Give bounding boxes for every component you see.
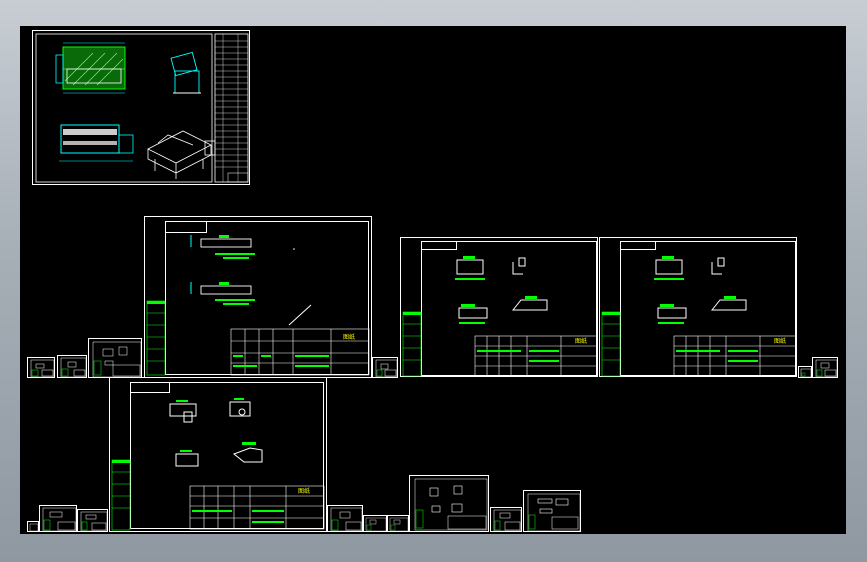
small-sheet-g[interactable] [27,521,39,532]
small-sheet-d-graphics [375,359,398,378]
part-drawing-sheet-3[interactable]: 图纸 [599,237,797,377]
titleblock-name: 图纸 [343,334,356,341]
small-sheet-e[interactable] [798,366,812,378]
small-sheet-c-graphics [92,341,142,378]
small-sheet-g-graphics [29,523,39,532]
small-sheet-d[interactable] [372,357,398,378]
assembly-drawing-sheet[interactable] [32,30,250,185]
small-sheet-n-graphics [493,509,522,532]
small-sheet-l[interactable] [387,515,409,532]
small-sheet-l-graphics [389,517,409,532]
sheet-2-graphics [402,256,598,377]
small-sheet-a[interactable] [27,357,55,378]
small-sheet-f[interactable] [812,357,838,378]
small-sheet-j-graphics [330,507,363,532]
small-sheet-b[interactable] [57,355,87,378]
small-sheet-k[interactable] [363,515,387,532]
small-sheet-i[interactable] [77,509,108,532]
sheet-3-graphics [601,256,797,377]
part-drawing-sheet-4[interactable]: 图纸 [109,377,327,532]
titleblock-name: 图纸 [575,338,588,345]
small-sheet-k-graphics [365,517,387,532]
small-sheet-c[interactable] [88,338,142,378]
titleblock-name: 图纸 [298,488,311,495]
small-sheet-n[interactable] [490,507,522,532]
sheet-1-graphics [146,235,370,376]
small-sheet-a-graphics [30,359,55,378]
small-sheet-m-graphics [414,478,488,531]
assembly-drawing-graphics [35,33,249,183]
part-drawing-sheet-2[interactable]: 图纸 [400,237,598,377]
small-sheet-o[interactable] [523,490,581,532]
small-sheet-o-graphics [527,493,581,532]
small-sheet-f-graphics [815,359,838,378]
small-sheet-b-graphics [60,357,87,378]
small-sheet-m[interactable] [409,475,489,532]
small-sheet-i-graphics [80,511,108,532]
part-drawing-sheet-1[interactable]: 图纸 [144,216,372,378]
small-sheet-j[interactable] [327,505,363,532]
cad-model-space[interactable]: 图纸 [20,26,846,534]
sheet-4-graphics [111,398,325,531]
titleblock-name: 图纸 [774,338,787,345]
small-sheet-h[interactable] [39,505,77,532]
small-sheet-h-graphics [42,507,77,532]
small-sheet-e-graphics [800,368,812,378]
